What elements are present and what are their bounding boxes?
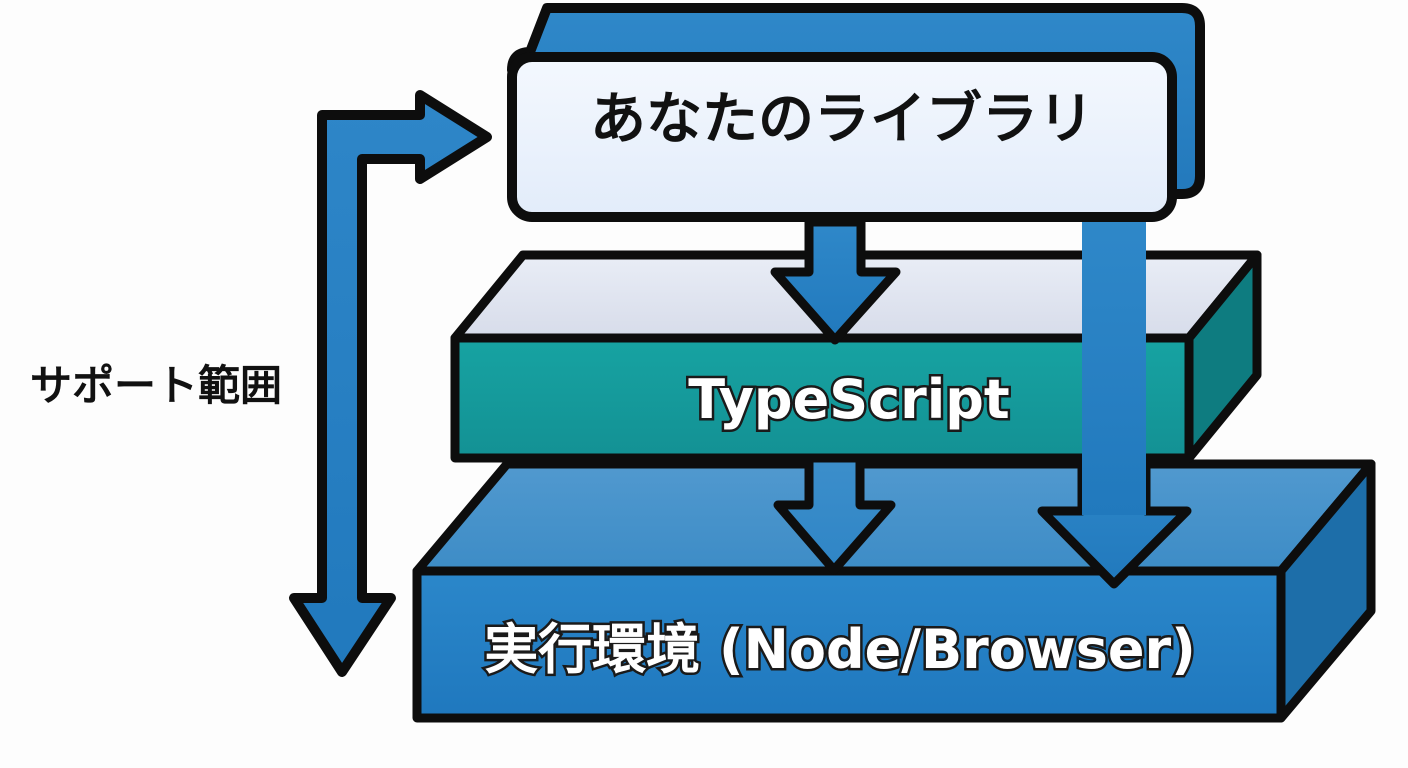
layer-library[interactable]: あなたのライブラリ [507, 3, 1205, 222]
arrow-library-to-runtime-shaft[interactable] [1082, 215, 1146, 515]
typescript-label: TypeScript [688, 368, 1009, 431]
runtime-label: 実行環境 (Node/Browser) [484, 618, 1196, 681]
support-scope-label: サポート範囲 [30, 361, 282, 410]
bracket-arrow-icon [289, 90, 492, 677]
library-front-face [507, 52, 1177, 222]
arrow-down-icon [770, 217, 901, 345]
runtime-top-face [412, 459, 1376, 576]
runtime-front-face [412, 566, 1286, 723]
arrow-shaft [1082, 215, 1146, 515]
arrow-library-to-typescript[interactable] [770, 217, 901, 345]
typescript-front-face [450, 333, 1194, 463]
library-label: あなたのライブラリ [590, 87, 1094, 152]
arrow-support-scope-bracket[interactable] [289, 90, 492, 677]
